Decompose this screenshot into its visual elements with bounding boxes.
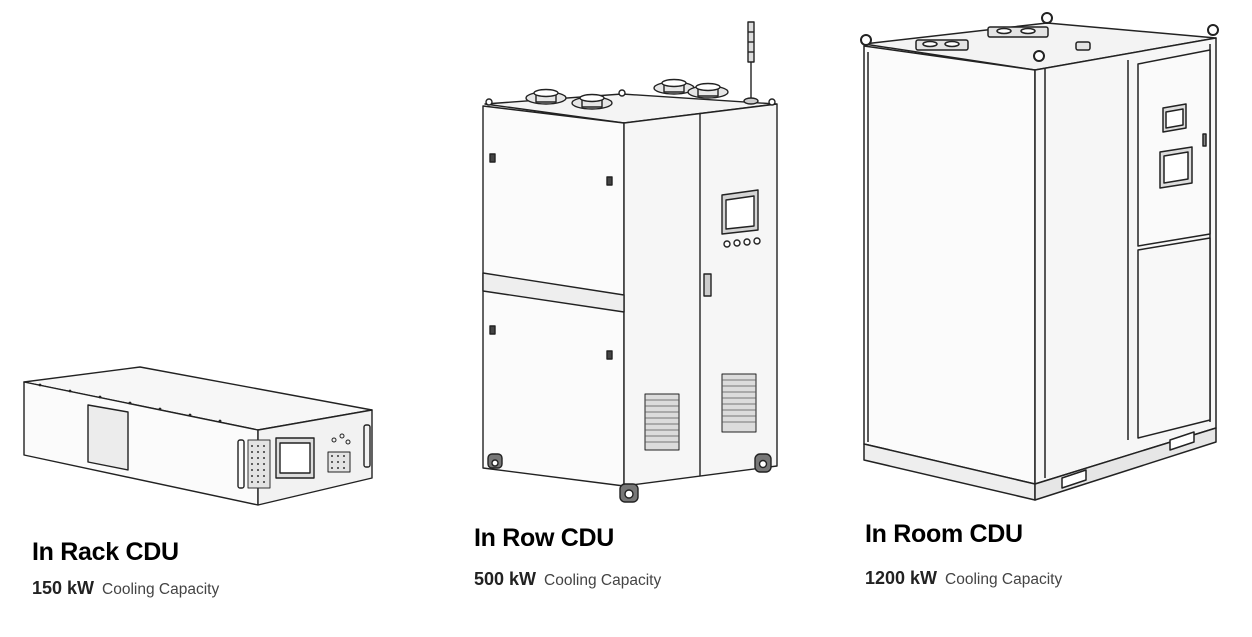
capacity-label: Cooling Capacity [945,571,1063,588]
capacity-value: 500 kW [474,569,537,589]
capacity-line: 500 kW Cooling Capacity [474,569,661,590]
capacity-value: 1200 kW [865,568,938,588]
capacity-line: 1200 kW Cooling Capacity [865,568,1062,589]
product-title: In Row CDU [474,524,615,552]
product-title: In Rack CDU [32,538,179,566]
capacity-label: Cooling Capacity [544,572,662,589]
capacity-value: 150 kW [32,578,95,598]
product-title: In Room CDU [865,520,1023,548]
capacity-label: Cooling Capacity [102,581,220,598]
capacity-line: 150 kW Cooling Capacity [32,578,219,599]
